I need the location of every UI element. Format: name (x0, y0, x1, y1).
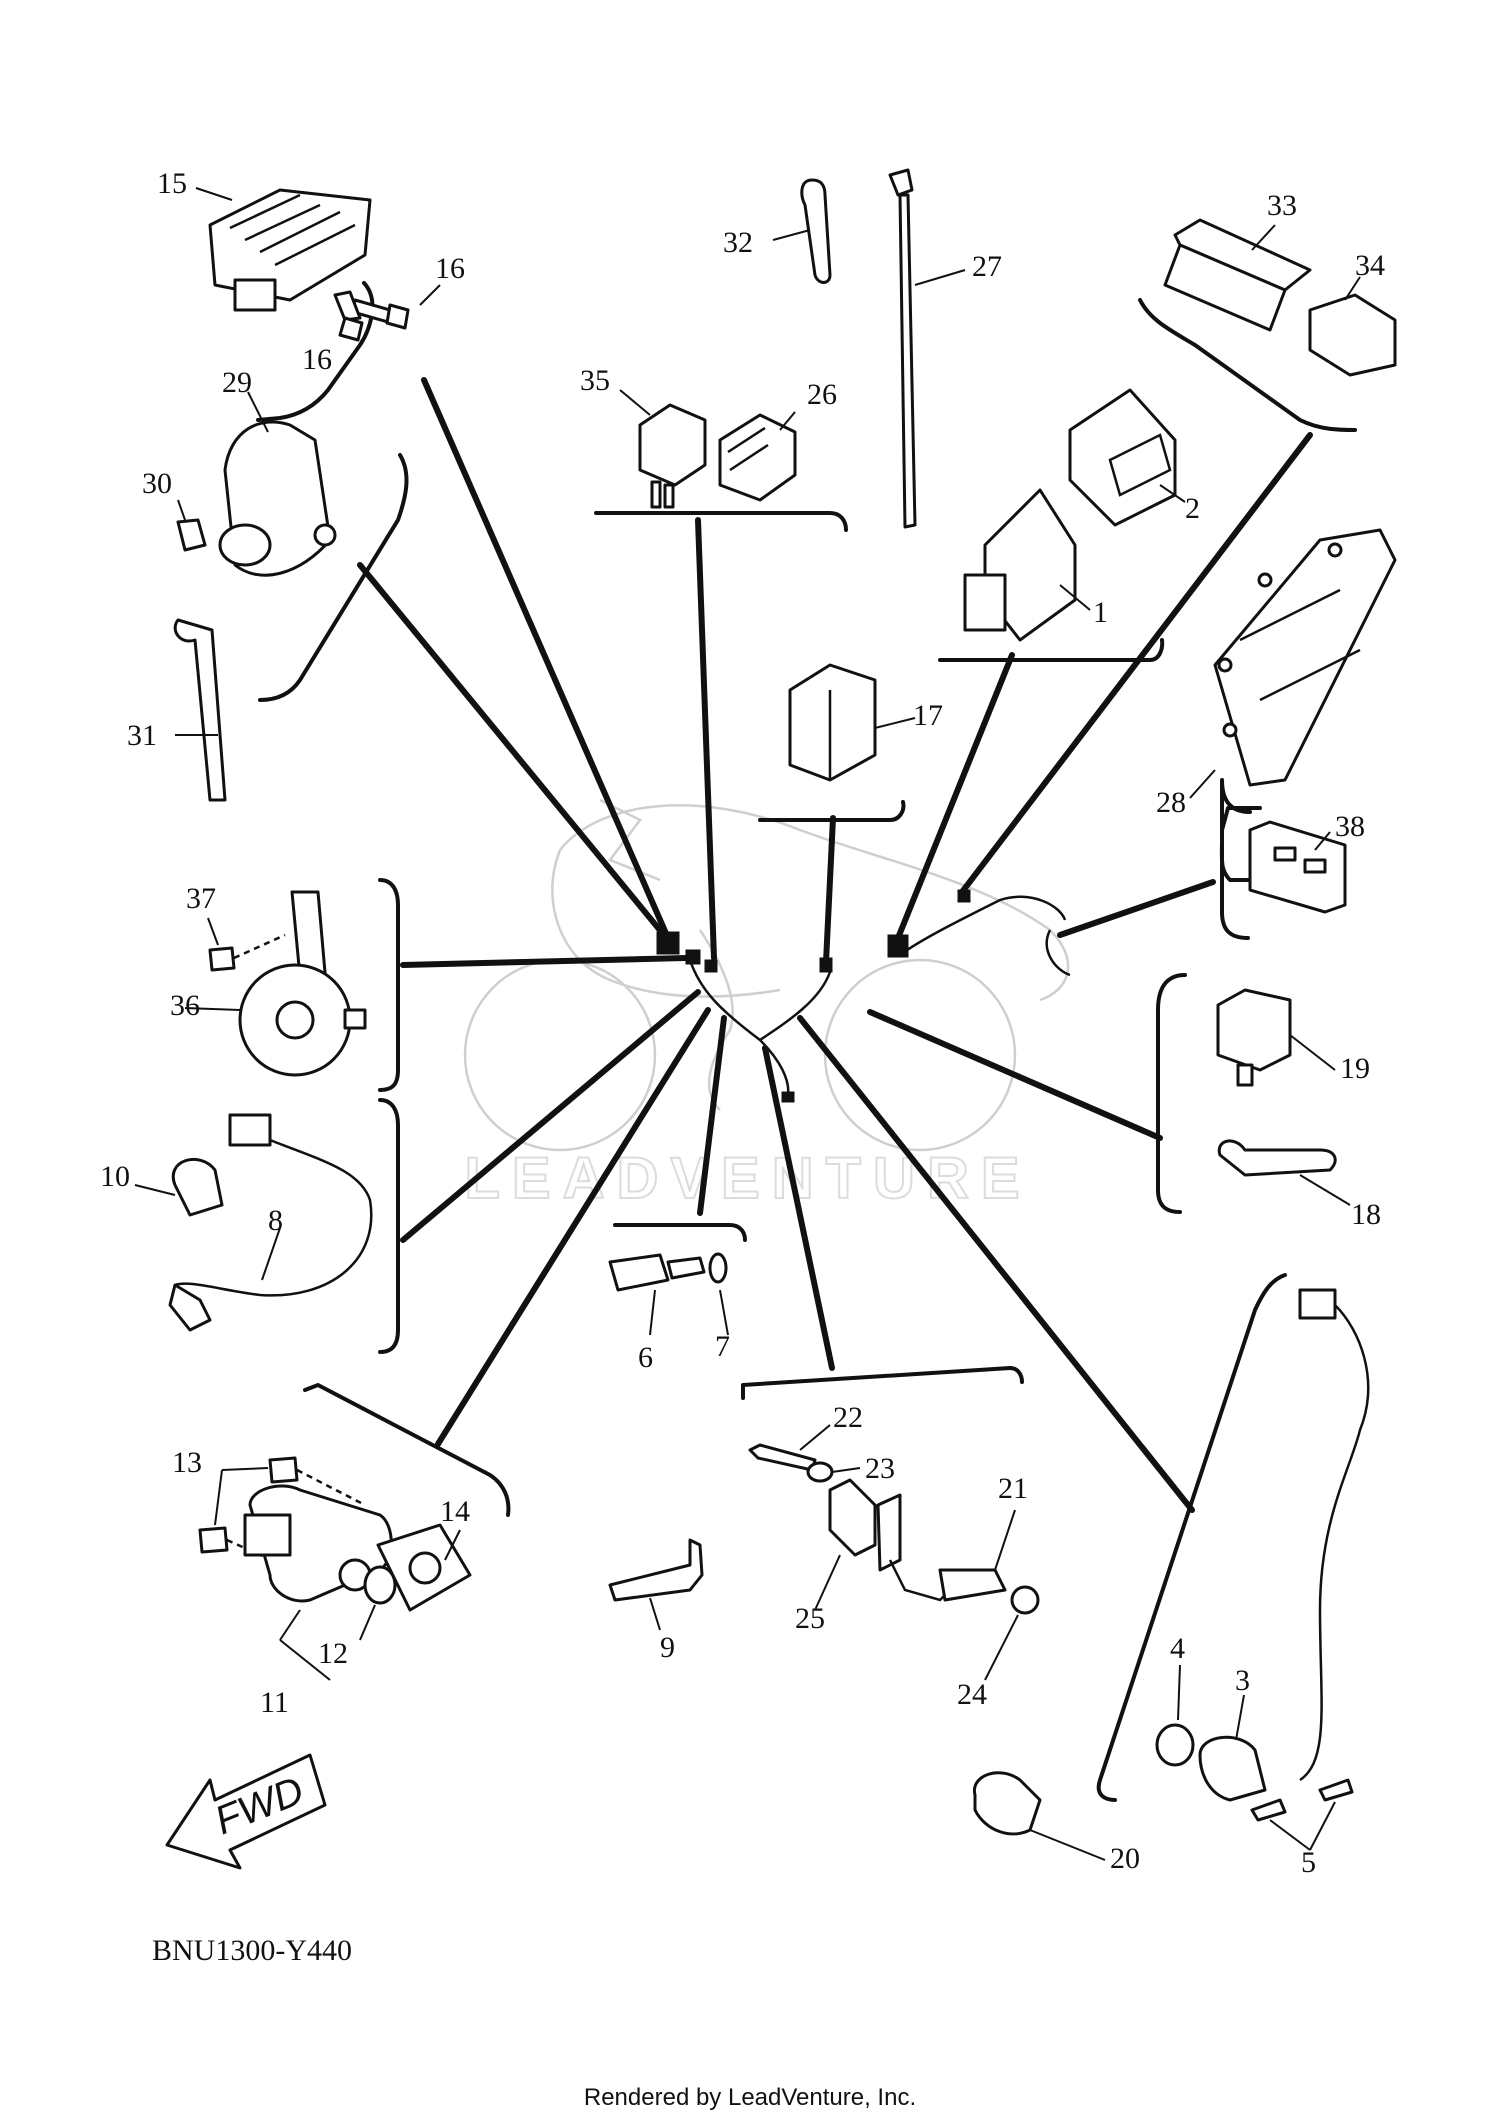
sensor-lead-3 (1198, 1288, 1370, 1802)
callout-labels: 1 2 3 4 5 6 7 8 9 10 11 12 13 14 15 16 1… (100, 167, 1385, 1879)
rectifier-regulator-15 (195, 187, 372, 312)
callout-13: 13 (172, 1446, 202, 1479)
unit-1 (963, 488, 1091, 642)
gasket-7 (708, 1252, 729, 1336)
callout-16a: 16 (435, 252, 465, 285)
callout-18: 18 (1351, 1198, 1381, 1231)
bolt-13 (198, 1456, 366, 1577)
bracket-9 (608, 1538, 704, 1631)
horn-36 (184, 890, 367, 1077)
callout-27: 27 (972, 250, 1002, 283)
cable-tie-31 (173, 618, 227, 802)
callout-2: 2 (1185, 492, 1200, 525)
callout-17: 17 (913, 699, 943, 732)
callout-20: 20 (1110, 1842, 1140, 1875)
callout-25: 25 (795, 1602, 825, 1635)
bolt-16 (333, 284, 441, 342)
callout-16b: 16 (302, 343, 332, 376)
washer-23 (806, 1461, 861, 1483)
callout-33: 33 (1267, 189, 1297, 222)
callout-37: 37 (186, 882, 216, 915)
callout-24: 24 (957, 1678, 987, 1711)
callout-30: 30 (142, 467, 172, 500)
callout-3: 3 (1235, 1664, 1250, 1697)
callout-14: 14 (440, 1495, 470, 1528)
callout-26: 26 (807, 378, 837, 411)
bracket-28 (1189, 528, 1397, 799)
band-32 (772, 178, 832, 284)
callout-5: 5 (1301, 1846, 1316, 1879)
callout-35: 35 (580, 364, 610, 397)
callout-28: 28 (1156, 786, 1186, 819)
callout-34: 34 (1355, 249, 1385, 282)
callout-38: 38 (1335, 810, 1365, 843)
callout-29: 29 (222, 366, 252, 399)
coupler-34 (1308, 276, 1397, 377)
leader-spokes (357, 377, 1313, 1513)
callout-11: 11 (260, 1686, 289, 1719)
bolt-37 (207, 917, 286, 972)
group-brackets (256, 281, 1357, 1802)
block-25 (814, 1478, 877, 1611)
fwd-arrow-icon: FWD (165, 1753, 327, 1870)
cable-tie-27 (888, 168, 966, 529)
screw-30 (176, 499, 207, 552)
footer-credit: Rendered by LeadVenture, Inc. (584, 2084, 916, 2111)
callout-15: 15 (157, 167, 187, 200)
callout-21: 21 (998, 1472, 1028, 1505)
sensor-21 (876, 1493, 1016, 1602)
callout-12: 12 (318, 1637, 348, 1670)
clip-10 (134, 1157, 224, 1217)
callout-31: 31 (127, 719, 157, 752)
callout-1: 1 (1093, 596, 1108, 629)
sensor-6 (608, 1253, 706, 1336)
relay-35 (619, 389, 707, 509)
unit-2 (1068, 388, 1186, 527)
callout-36: 36 (170, 989, 200, 1022)
unit-38 (1248, 820, 1347, 914)
callout-4: 4 (1170, 1632, 1185, 1665)
o-ring-12 (359, 1565, 397, 1641)
drawing-code: BNU1300-Y440 (152, 1934, 352, 1967)
callout-10: 10 (100, 1160, 130, 1193)
callout-23: 23 (865, 1452, 895, 1485)
screw-5 (1250, 1778, 1354, 1851)
vehicle-outline (463, 798, 1070, 1152)
clip-18 (1217, 1139, 1351, 1206)
callout-19: 19 (1340, 1052, 1370, 1085)
callout-22: 22 (833, 1401, 863, 1434)
relay-19 (1216, 988, 1336, 1087)
callout-6: 6 (638, 1341, 653, 1374)
unit-17 (788, 663, 916, 782)
clamp-20 (973, 1771, 1106, 1861)
unit-33 (1163, 218, 1312, 332)
o-ring-4 (1155, 1664, 1195, 1767)
callout-8: 8 (268, 1204, 283, 1237)
sensor-cover-29 (218, 391, 337, 577)
nut-24 (984, 1585, 1040, 1681)
relay-26 (718, 411, 797, 502)
callout-9: 9 (660, 1631, 675, 1664)
callout-7: 7 (715, 1330, 730, 1363)
gasket-14 (376, 1523, 472, 1612)
callout-32: 32 (723, 226, 753, 259)
sensor-lead-8 (168, 1113, 373, 1332)
